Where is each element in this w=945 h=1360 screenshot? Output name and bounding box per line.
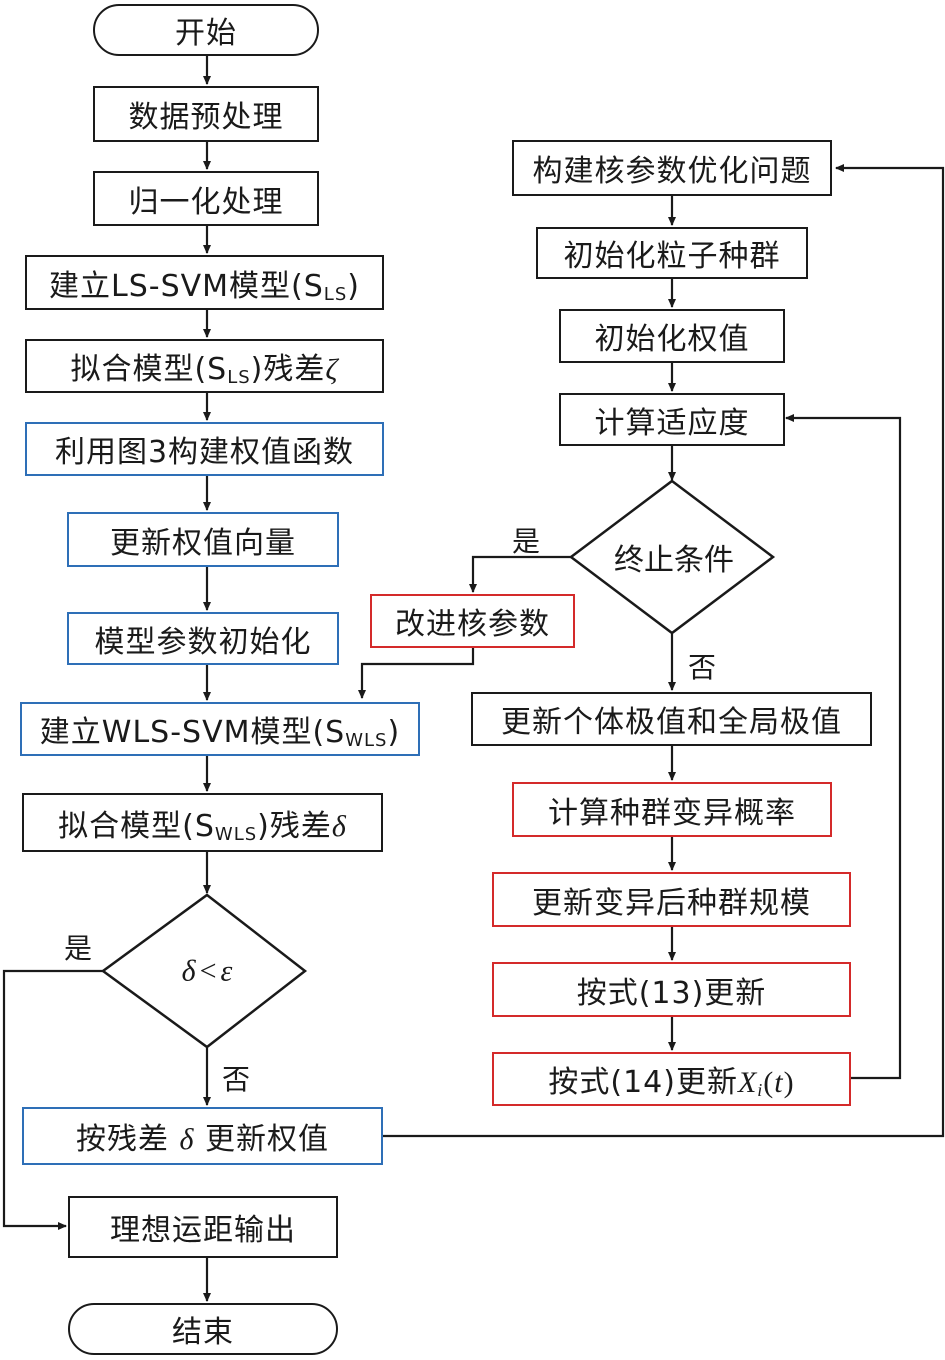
update-14-label: 按式(14)更新Xi(t) <box>548 1065 795 1100</box>
decision-delta-label: δ<ε <box>181 954 233 988</box>
preprocess-label: 数据预处理 <box>128 100 284 135</box>
start-label: 开始 <box>175 16 237 51</box>
update-13-step: 按式(13)更新 <box>492 962 851 1017</box>
build-kernel-problem-step: 构建核参数优化问题 <box>512 140 832 196</box>
end-label: 结束 <box>172 1315 234 1350</box>
build-ls-step: 建立LS-SVM模型(SLS) <box>25 255 384 310</box>
build-kernel-problem-label: 构建核参数优化问题 <box>532 154 812 189</box>
update-scale-step: 更新变异后种群规模 <box>492 872 851 927</box>
fitness-step: 计算适应度 <box>559 393 785 446</box>
start-terminal: 开始 <box>93 4 319 56</box>
fitness-label: 计算适应度 <box>594 405 750 441</box>
update-weight-vector-label: 更新权值向量 <box>110 525 296 561</box>
init-params-label: 模型参数初始化 <box>94 624 312 660</box>
build-wls-label: 建立WLS-SVM模型(SWLS) <box>39 715 401 751</box>
preprocess-step: 数据预处理 <box>93 86 319 142</box>
stop-condition-label: 终止条件 <box>614 543 734 578</box>
yes-left-label: 是 <box>64 932 93 965</box>
no-right-label: 否 <box>688 651 717 684</box>
fit-wls-step: 拟合模型(SWLS)残差δ <box>22 793 383 852</box>
update-extrema-label: 更新个体极值和全局极值 <box>501 705 842 740</box>
update-extrema-step: 更新个体极值和全局极值 <box>471 692 872 746</box>
update-scale-label: 更新变异后种群规模 <box>532 885 811 921</box>
init-particles-label: 初始化粒子种群 <box>563 239 781 274</box>
update-by-residual-step: 按残差 δ 更新权值 <box>22 1107 383 1165</box>
build-wls-step: 建立WLS-SVM模型(SWLS) <box>20 702 420 756</box>
output-label: 理想运距输出 <box>110 1213 296 1248</box>
improve-kernel-label: 改进核参数 <box>395 607 550 642</box>
build-ls-label: 建立LS-SVM模型(SLS) <box>49 268 360 305</box>
decision-stop-shape <box>568 479 776 635</box>
init-weights-step: 初始化权值 <box>559 309 785 363</box>
mutation-probability-label: 计算种群变异概率 <box>548 795 796 831</box>
output-step: 理想运距输出 <box>68 1196 338 1258</box>
init-params-step: 模型参数初始化 <box>67 612 339 665</box>
update-weight-vector-step: 更新权值向量 <box>67 512 339 567</box>
fit-wls-label: 拟合模型(SWLS)残差δ <box>58 808 347 845</box>
improve-kernel-step: 改进核参数 <box>370 594 575 648</box>
weight-function-step: 利用图3构建权值函数 <box>25 422 384 476</box>
fit-ls-label: 拟合模型(SLS)残差ζ <box>70 352 339 388</box>
decision-delta-shape <box>100 893 308 1049</box>
normalize-step: 归一化处理 <box>93 171 319 226</box>
normalize-label: 归一化处理 <box>128 184 284 220</box>
mutation-probability-step: 计算种群变异概率 <box>512 782 832 837</box>
end-terminal: 结束 <box>68 1303 338 1355</box>
update-14-step: 按式(14)更新Xi(t) <box>492 1052 851 1106</box>
init-weights-label: 初始化权值 <box>594 322 750 357</box>
no-left-label: 否 <box>222 1063 251 1096</box>
update-by-residual-label: 按残差 δ 更新权值 <box>75 1122 330 1157</box>
fit-ls-step: 拟合模型(SLS)残差ζ <box>25 339 384 393</box>
yes-right-label: 是 <box>512 525 541 558</box>
init-particles-step: 初始化粒子种群 <box>536 227 808 279</box>
update-13-label: 按式(13)更新 <box>576 975 767 1011</box>
weight-function-label: 利用图3构建权值函数 <box>54 435 355 470</box>
